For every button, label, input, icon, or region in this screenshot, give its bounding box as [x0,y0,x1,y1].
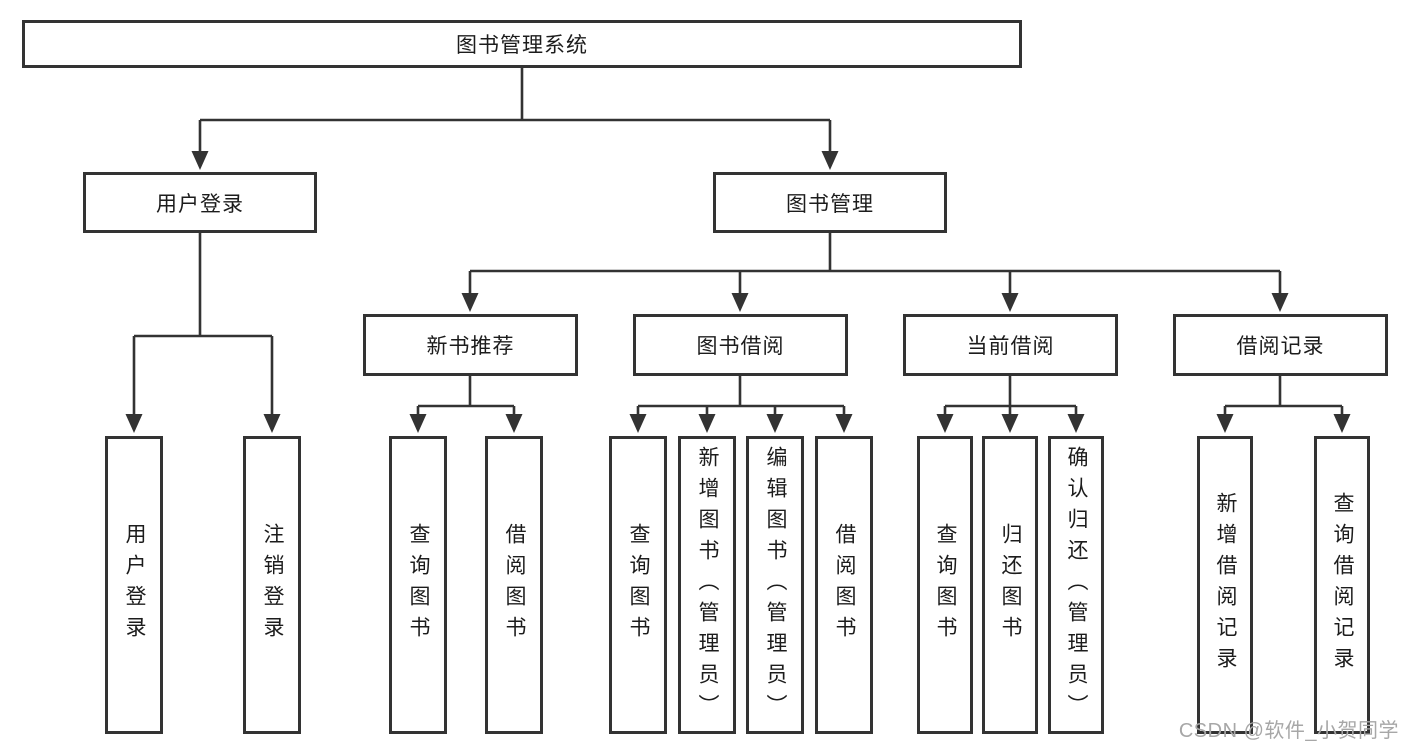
connector-current-borrowing-to-leaves [943,376,1078,418]
leaf-add-books-admin: 新增图书（管理员） [678,436,736,734]
leaf-add-borrowing-record: 新增借阅记录 [1197,436,1253,734]
leaf-query-books-current: 查询图书 [917,436,973,734]
node-borrowing-records: 借阅记录 [1173,314,1388,376]
node-user-login: 用户登录 [83,172,317,233]
leaf-borrow-books-recommend: 借阅图书 [485,436,543,734]
connector-book-borrowing-to-leaves [636,376,846,418]
leaf-query-books-recommend: 查询图书 [389,436,447,734]
node-book-borrowing: 图书借阅 [633,314,848,376]
node-root-library-management-system: 图书管理系统 [22,20,1022,68]
leaf-borrow-books: 借阅图书 [815,436,873,734]
connector-new-book-to-leaves [416,376,516,418]
csdn-watermark: CSDN @软件_小贺同学 [1178,720,1399,742]
node-current-borrowing: 当前借阅 [903,314,1118,376]
connector-borrowing-records-to-leaves [1223,376,1344,418]
leaf-user-login: 用户登录 [105,436,163,734]
connector-book-management-to-level3 [468,233,1282,296]
node-book-management: 图书管理 [713,172,947,233]
leaf-edit-books-admin: 编辑图书（管理员） [746,436,804,734]
node-new-book-recommend: 新书推荐 [363,314,578,376]
leaf-logout: 注销登录 [243,436,301,734]
leaf-return-books: 归还图书 [982,436,1038,734]
leaf-query-books-borrowing: 查询图书 [609,436,667,734]
connector-root-to-level2 [198,68,832,154]
leaf-query-borrowing-record: 查询借阅记录 [1314,436,1370,734]
leaf-confirm-return-admin: 确认归还（管理员） [1048,436,1104,734]
connector-user-login-to-leaves [132,233,274,418]
